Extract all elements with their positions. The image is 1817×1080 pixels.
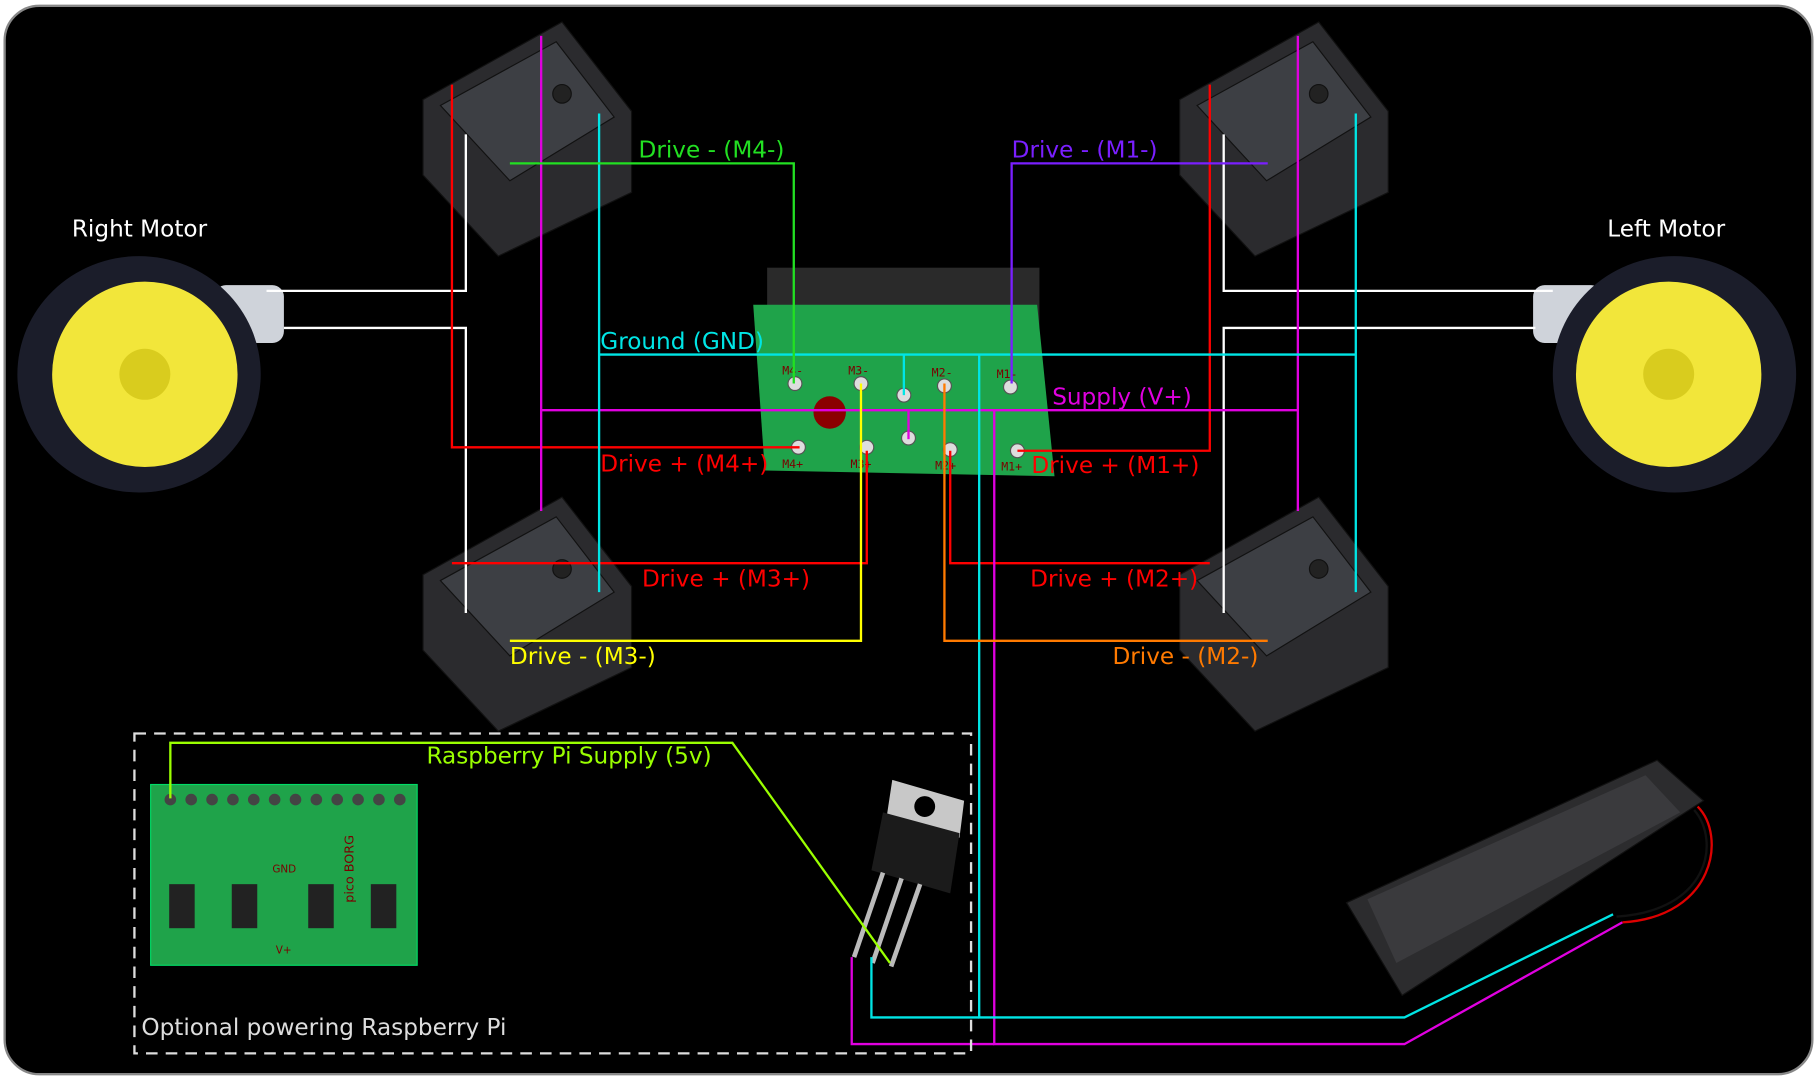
wire-drive-m4-plus: [450, 84, 800, 449]
voltage-regulator: [851, 779, 965, 968]
relay-top-right: [1179, 21, 1389, 257]
wire-drive-m1-plus: [1017, 84, 1211, 452]
gnd-label: GND: [272, 864, 296, 876]
drive-m3-minus-label: Drive - (M3-): [510, 643, 656, 670]
drive-m1-minus-label: Drive - (M1-): [1012, 137, 1158, 164]
ground-label: Ground (GND): [600, 328, 764, 355]
wire-supply-regulator: [850, 957, 995, 1046]
left-motor-label: Left Motor: [1607, 215, 1725, 242]
drive-m2-minus-label: Drive - (M2-): [1112, 643, 1258, 670]
wire-white: [283, 326, 467, 614]
drive-m4-plus-label: Drive + (M4+): [600, 451, 768, 478]
wire-drive-m3-plus: [451, 450, 868, 565]
wire-drive-m1-minus: [1010, 162, 1268, 384]
pin-label: M1-: [997, 367, 1018, 381]
relay-bottom-right: [1179, 496, 1389, 732]
wire-drive-m4-minus: [509, 162, 795, 384]
wire-drive-m2-minus: [943, 383, 1268, 642]
left-motor-wheel: [1533, 256, 1797, 493]
pin-label: M1+: [1001, 459, 1022, 473]
relay-bottom-left: [422, 496, 633, 732]
wire-ground-battery: [978, 354, 1614, 1019]
small-picoborg-board: GND V+ pico BORG: [150, 783, 418, 966]
vplus-label: V+: [276, 945, 292, 957]
wire-white: [266, 134, 467, 293]
drive-m4-minus-label: Drive - (M4-): [638, 137, 784, 164]
wire-drive-m2-plus: [949, 450, 1210, 565]
picoborg-logo: pico BORG: [342, 835, 357, 903]
pi-supply-label: Raspberry Pi Supply (5v): [426, 743, 711, 770]
battery-holder: [1345, 759, 1713, 997]
right-motor-wheel: [17, 256, 284, 493]
wire-ground-regulator: [870, 957, 980, 1019]
robot-logo-icon: [813, 396, 846, 429]
right-motor-label: Right Motor: [72, 215, 208, 242]
drive-m2-plus-label: Drive + (M2+): [1030, 565, 1198, 592]
pin-label: M2+: [935, 458, 956, 472]
optional-section-border: [133, 732, 973, 1055]
pin-label: M2-: [932, 366, 953, 380]
drive-m1-plus-label: Drive + (M1+): [1031, 452, 1199, 479]
wire-drive-m3-minus: [509, 383, 863, 642]
drive-m3-plus-label: Drive + (M3+): [642, 565, 810, 592]
wire-pi-supply: [169, 741, 891, 964]
optional-section-label: Optional powering Raspberry Pi: [141, 1014, 506, 1041]
supply-label: Supply (V+): [1052, 383, 1192, 410]
pin-label: M3-: [848, 363, 869, 377]
wire-white: [1222, 326, 1536, 614]
relay-top-left: [422, 21, 633, 257]
pin-label: M4+: [782, 457, 803, 471]
background-panel: [3, 4, 1814, 1076]
wire-white: [1222, 134, 1553, 293]
wire-supply-battery: [993, 410, 1623, 1046]
